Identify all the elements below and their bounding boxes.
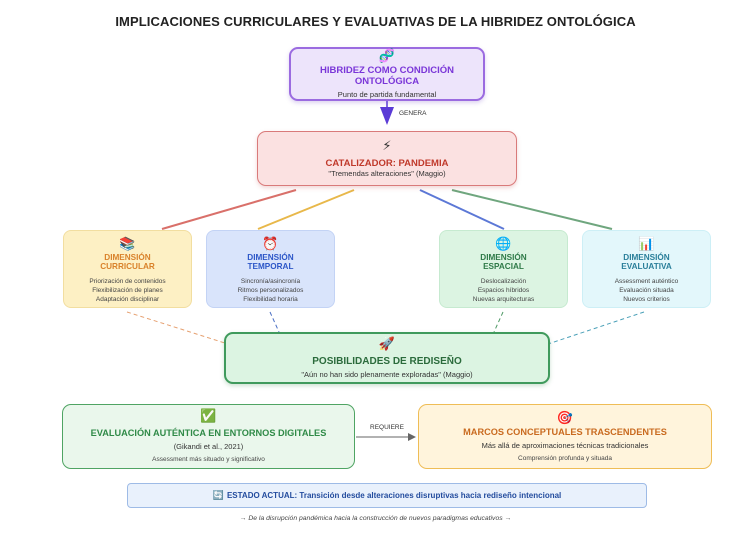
dimension-curricular: 📚 DIMENSIÓN CURRICULAR Priorización de c… [63,230,192,308]
target-icon: 🎯 [556,410,574,426]
dimension-item: Nuevos criterios [623,295,670,303]
dimension-item: Espacios híbridos [477,286,530,294]
dash-temporal-pos [269,311,280,333]
frameworks-subtitle: Más allá de aproximaciones técnicas trad… [481,440,649,450]
dimension-item: Assessment auténtico [614,277,679,285]
dash-evaluativa-pos [547,311,645,345]
catalyst-heading: CATALIZADOR: PANDEMIA [325,157,449,169]
bar-chart-icon: 📊 [638,236,655,252]
frameworks-box: 🎯 MARCOS CONCEPTUALES TRASCENDENTES Más … [418,404,712,469]
status-banner: 🔄 ESTADO ACTUAL: Transición desde altera… [127,483,647,508]
root-concept-box: 🧬 HIBRIDEZ COMO CONDICIÓN ONTOLÓGICA Pun… [289,47,485,101]
genera-arrow-head [380,107,394,125]
dimension-item: Adaptación disciplinar [95,295,160,303]
dimension-item: Nuevas arquitecturas [472,295,535,303]
possibilities-box: 🚀 POSIBILIDADES DE REDISEÑO "Aún no han … [224,332,550,384]
globe-icon: 🌐 [495,236,512,252]
dimension-espacial: 🌐 DIMENSIÓN ESPACIAL Deslocalización Esp… [439,230,568,308]
line-catalyst-evaluativa [451,189,613,230]
evaluation-note: Assessment más situado y significativo [152,456,265,463]
dimension-item: Flexibilización de planes [92,286,163,294]
dimension-item: Flexibilidad horaria [243,295,298,303]
root-subtitle: Punto de partida fundamental [337,89,437,99]
rocket-icon: 🚀 [378,336,396,352]
requiere-label: REQUIERE [370,424,404,431]
dimension-item: Sincronía/asincronía [240,277,301,285]
line-catalyst-temporal [257,189,355,230]
lightning-icon: ⚡ [382,138,392,154]
cycle-arrows-icon: 🔄 [212,490,224,501]
possibilities-heading: POSIBILIDADES DE REDISEÑO [312,355,462,367]
dimension-item: Evaluación situada [619,286,674,294]
catalyst-box: ⚡ CATALIZADOR: PANDEMIA "Tremendas alter… [257,131,517,186]
dimension-evaluativa: 📊 DIMENSIÓN EVALUATIVA Assessment autént… [582,230,711,308]
dimension-heading: DIMENSIÓN EVALUATIVA [621,252,672,272]
dimension-item: Deslocalización [480,277,527,285]
books-icon: 📚 [119,236,136,252]
check-mark-icon: ✅ [200,409,217,424]
dimension-heading: DIMENSIÓN ESPACIAL [480,252,527,272]
genera-label: GENERA [399,110,427,117]
dimension-heading: DIMENSIÓN TEMPORAL [247,252,294,272]
evaluation-heading: EVALUACIÓN AUTÉNTICA EN ENTORNOS DIGITAL… [90,428,327,438]
possibilities-subtitle: "Aún no han sido plenamente exploradas" … [301,369,473,379]
root-heading: HIBRIDEZ COMO CONDICIÓN ONTOLÓGICA [319,64,455,87]
status-text: ESTADO ACTUAL: Transición desde alteraci… [226,491,562,500]
dna-icon: 🧬 [378,48,396,64]
alarm-clock-icon: ⏰ [262,236,279,252]
evaluation-citation: (Gikandi et al., 2021) [173,442,244,451]
frameworks-heading: MARCOS CONCEPTUALES TRASCENDENTES [463,426,667,437]
dash-curricular-pos [126,311,229,345]
dimension-item: Ritmos personalizados [237,286,304,294]
frameworks-note: Comprensión profunda y situada [518,454,612,462]
line-catalyst-curricular [161,189,297,230]
dimension-item: Priorización de contenidos [89,277,166,285]
catalyst-subtitle: "Tremendas alteraciones" (Maggio) [328,168,446,178]
evaluation-box: ✅ EVALUACIÓN AUTÉNTICA EN ENTORNOS DIGIT… [62,404,355,469]
dash-espacial-pos [493,311,504,333]
footer-caption: → De la disrupción pandémica hacia la co… [239,515,512,522]
dimension-temporal: ⏰ DIMENSIÓN TEMPORAL Sincronía/asincroní… [206,230,335,308]
line-catalyst-espacial [419,189,505,230]
dimension-heading: DIMENSIÓN CURRICULAR [100,252,155,272]
page-title: IMPLICACIONES CURRICULARES Y EVALUATIVAS… [115,14,636,29]
